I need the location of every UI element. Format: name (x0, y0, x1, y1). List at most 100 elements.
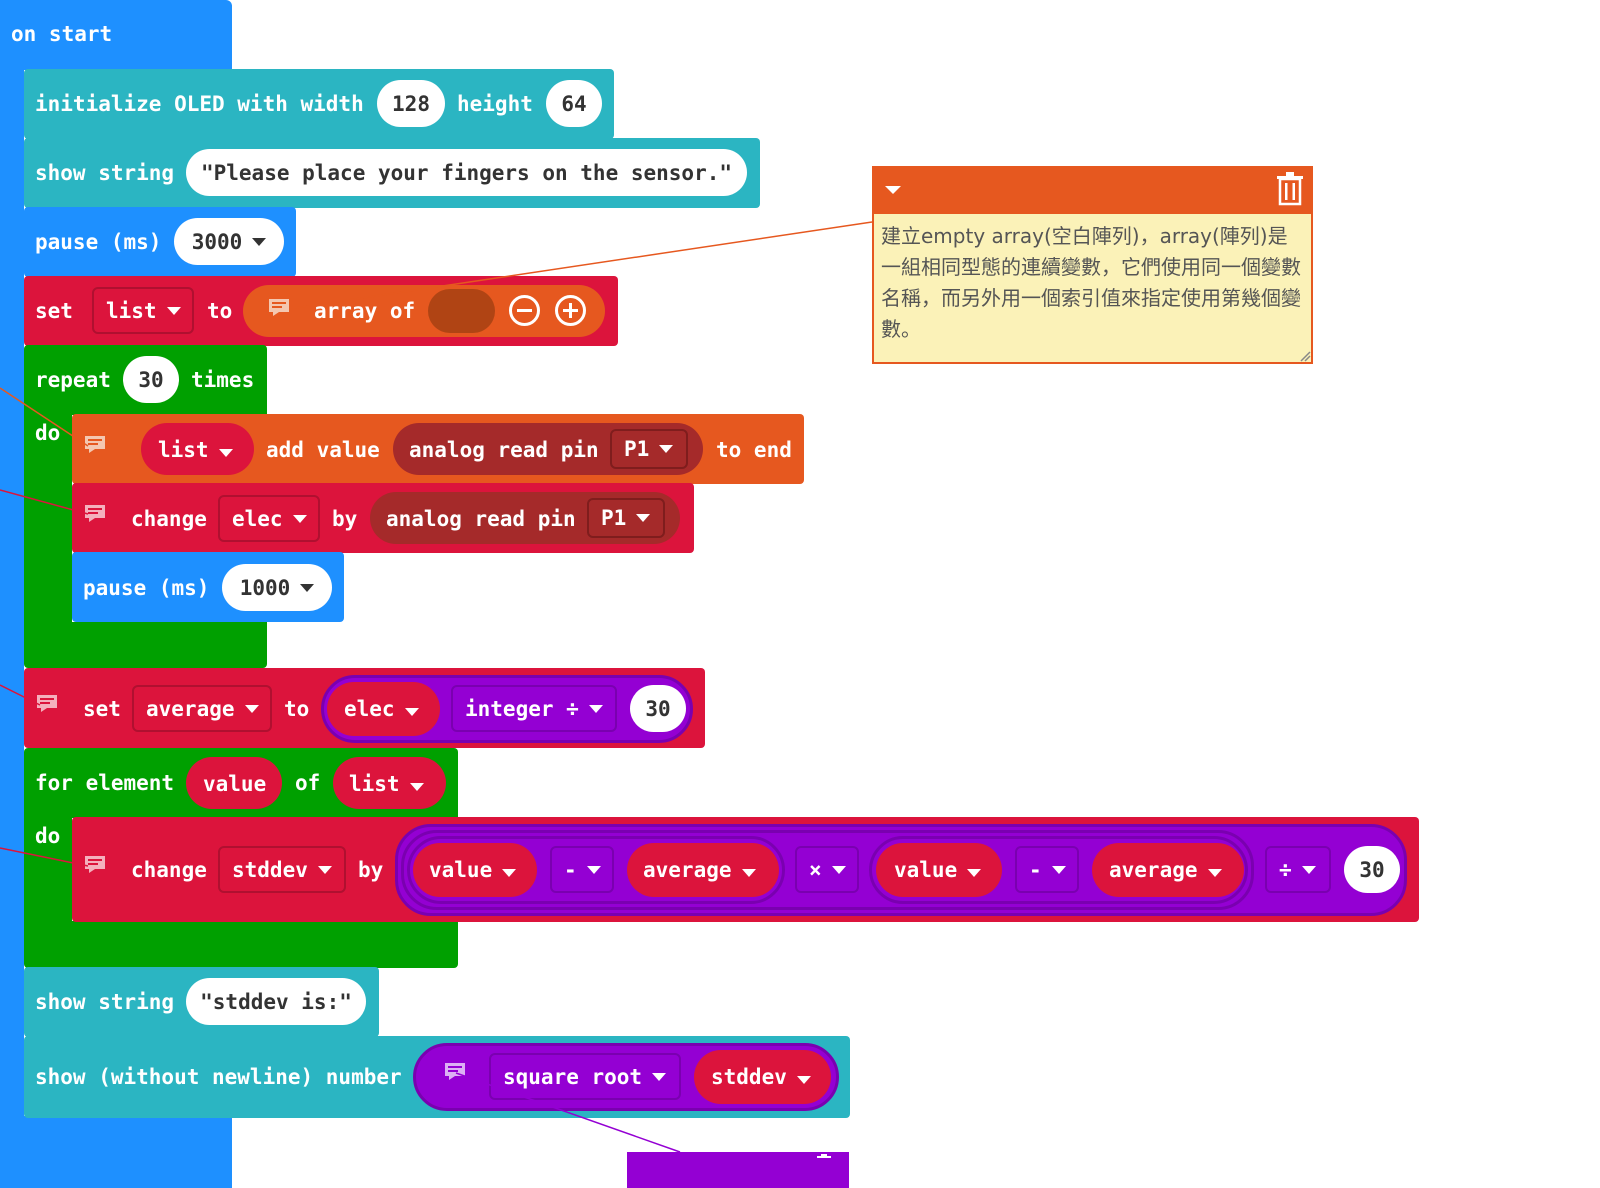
chevron-down-icon (317, 865, 332, 874)
value-var-reporter[interactable] (186, 757, 282, 809)
pause-duration-value: 3000 (191, 229, 243, 254)
trash-icon[interactable] (812, 1154, 836, 1168)
on-start-spine (0, 60, 24, 1120)
repeat-spine (24, 414, 72, 624)
oled-init-block[interactable] (24, 69, 614, 139)
chevron-down-icon (636, 514, 651, 522)
pin-dropdown[interactable]: P1 (587, 498, 665, 538)
chevron-down-icon (967, 869, 982, 877)
chevron-down-icon (1301, 865, 1316, 874)
array-of-label: array of (314, 299, 416, 323)
chevron-down-icon (409, 783, 424, 791)
comment-icon[interactable] (268, 298, 290, 316)
math-function-dropdown[interactable]: square root (489, 1053, 681, 1100)
on-start-block[interactable] (0, 0, 232, 70)
value-var-reporter[interactable] (413, 843, 537, 897)
average-var-label: average (643, 856, 756, 884)
comment-icon[interactable] (84, 435, 106, 453)
stddev-var-label: stddev (711, 1063, 811, 1091)
chevron-down-icon (586, 865, 601, 874)
minus-operator-dropdown[interactable]: - (1015, 846, 1079, 893)
comment-stub[interactable] (627, 1152, 849, 1188)
divisor-input[interactable]: 30 (630, 685, 686, 732)
on-start-label: on start (11, 22, 113, 46)
value-var-label: value (203, 772, 267, 796)
minus-operator-value: - (1029, 857, 1042, 882)
add-value-label: add value (266, 438, 380, 462)
minus-operator-dropdown[interactable]: - (550, 846, 614, 893)
value-var-label: value (429, 856, 517, 884)
pause-duration-dropdown[interactable]: 1000 (222, 564, 332, 611)
elec-var-reporter[interactable] (327, 682, 440, 736)
chevron-down-icon (1051, 865, 1066, 874)
oled-height-input[interactable]: 64 (546, 80, 602, 127)
analog-read-reporter[interactable] (370, 492, 680, 544)
trash-icon[interactable] (1276, 172, 1304, 206)
divisor-input[interactable]: 30 (1344, 846, 1400, 893)
array-of-block[interactable] (243, 285, 605, 337)
for-element-spine (24, 817, 72, 923)
multiply-operator-value: × (809, 857, 822, 882)
chevron-down-icon (659, 445, 674, 453)
average-variable-value: average (146, 696, 235, 721)
comment-icon[interactable] (84, 855, 106, 873)
analog-read-label: analog read pin (386, 507, 576, 531)
list-var-reporter[interactable] (141, 423, 254, 475)
collapse-triangle-icon[interactable] (884, 184, 902, 196)
divide-operator-dropdown[interactable]: ÷ (1265, 846, 1331, 893)
chevron-down-icon (300, 583, 315, 592)
chevron-down-icon (244, 704, 259, 713)
for-element-footer (24, 921, 458, 968)
oled-width-input[interactable]: 128 (377, 80, 445, 127)
repeat-footer (24, 622, 267, 668)
average-var-label: average (1109, 856, 1222, 884)
math-operator-value: integer ÷ (465, 696, 579, 721)
comment-text[interactable]: 建立empty array(空白陣列)，array(陣列)是一組相同型態的連續變… (881, 224, 1301, 341)
of-label: of (295, 771, 321, 795)
chevron-down-icon (292, 514, 307, 523)
show-string-text-input[interactable]: "stddev is:" (186, 978, 366, 1025)
pause-label: pause (ms) (35, 230, 162, 254)
repeat-count-input[interactable]: 30 (123, 356, 179, 403)
resize-handle-icon[interactable] (1299, 350, 1311, 362)
pause-duration-value: 1000 (239, 575, 291, 600)
to-end-label: to end (716, 438, 792, 462)
change-label: change (131, 858, 207, 882)
elec-variable-dropdown[interactable]: elec (218, 495, 320, 542)
comment-icon[interactable] (444, 1062, 466, 1080)
stddev-variable-dropdown[interactable]: stddev (218, 846, 346, 893)
comment-icon[interactable] (84, 504, 106, 522)
array-empty-slot[interactable] (428, 289, 495, 333)
pause-duration-dropdown[interactable]: 3000 (174, 218, 284, 265)
to-label: to (207, 299, 233, 323)
average-variable-dropdown[interactable]: average (132, 685, 272, 732)
plus-circle-icon[interactable] (554, 294, 587, 327)
analog-read-label: analog read pin (409, 438, 599, 462)
change-label: change (131, 507, 207, 531)
list-var-reporter[interactable] (333, 757, 446, 809)
on-start-footer (0, 1116, 232, 1188)
repeat-times-label: times (191, 368, 255, 392)
minus-operator-value: - (564, 857, 577, 882)
stddev-variable-value: stddev (232, 857, 308, 882)
by-label: by (332, 507, 358, 531)
pin-dropdown[interactable]: P1 (610, 429, 688, 469)
comment-icon[interactable] (36, 694, 58, 712)
list-var-label: list (158, 436, 233, 464)
analog-read-reporter[interactable] (393, 423, 703, 475)
list-variable-value: list (106, 298, 157, 323)
by-label: by (358, 858, 384, 882)
chevron-down-icon (252, 237, 267, 246)
comment-header[interactable] (872, 166, 1313, 214)
list-var-label: list (349, 770, 424, 798)
math-operator-dropdown[interactable]: integer ÷ (451, 685, 617, 732)
list-variable-dropdown[interactable]: list (92, 287, 194, 334)
show-string-text-input[interactable]: "Please place your fingers on the sensor… (186, 149, 747, 196)
elec-variable-value: elec (232, 506, 283, 531)
pause-label: pause (ms) (83, 576, 210, 600)
multiply-operator-dropdown[interactable]: × (795, 846, 859, 893)
elec-var-label: elec (344, 695, 419, 723)
set-label: set (35, 299, 73, 323)
minus-circle-icon[interactable] (508, 294, 541, 327)
repeat-do-label: do (35, 421, 61, 445)
